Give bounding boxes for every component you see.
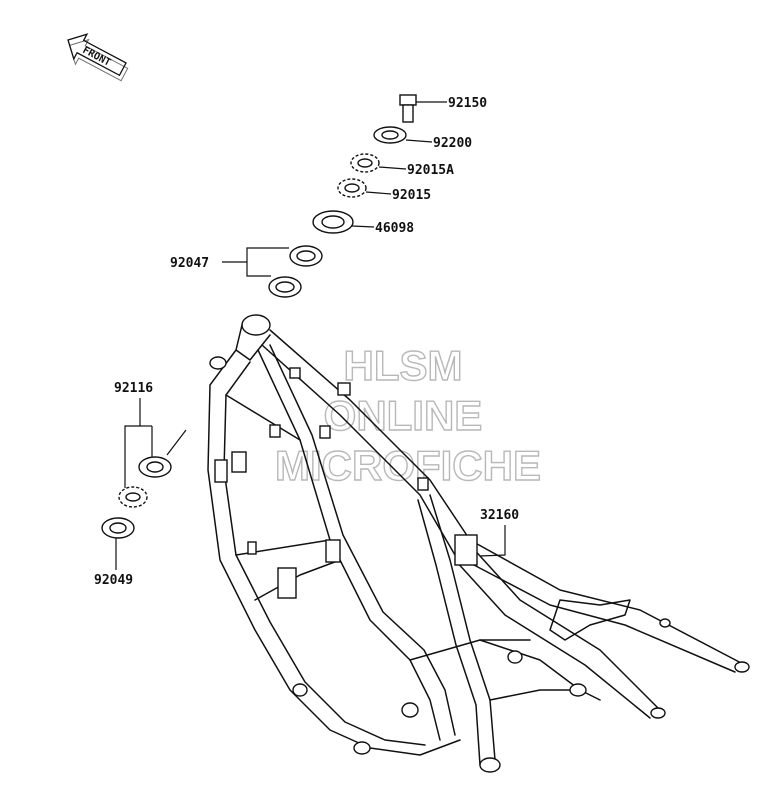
watermark: HLSM ONLINE MICROFICHE xyxy=(274,341,541,489)
bolt-92150 xyxy=(399,94,447,123)
label-92150[interactable]: 92150 xyxy=(448,96,487,111)
label-92200[interactable]: 92200 xyxy=(433,136,472,151)
washer-92200 xyxy=(373,126,433,144)
bearing-set-92116 xyxy=(118,398,187,508)
front-arrow-icon: FRONT xyxy=(67,33,129,82)
race-92049 xyxy=(101,517,135,570)
label-92015[interactable]: 92015 xyxy=(392,188,431,203)
seal-46098 xyxy=(312,210,375,234)
label-92049[interactable]: 92049 xyxy=(94,573,133,588)
watermark-line3: MICROFICHE xyxy=(275,442,541,489)
label-46098[interactable]: 46098 xyxy=(375,221,414,236)
frame-32160 xyxy=(207,314,750,773)
watermark-line1: HLSM xyxy=(344,342,463,389)
label-92047[interactable]: 92047 xyxy=(170,256,209,271)
label-92015A[interactable]: 92015A xyxy=(407,163,454,178)
watermark-line2: ONLINE xyxy=(324,392,483,439)
nut-92015 xyxy=(337,178,392,198)
bearing-92047 xyxy=(222,245,323,298)
nut-92015A xyxy=(350,153,407,173)
label-32160[interactable]: 32160 xyxy=(480,508,519,523)
label-92116[interactable]: 92116 xyxy=(114,381,153,396)
